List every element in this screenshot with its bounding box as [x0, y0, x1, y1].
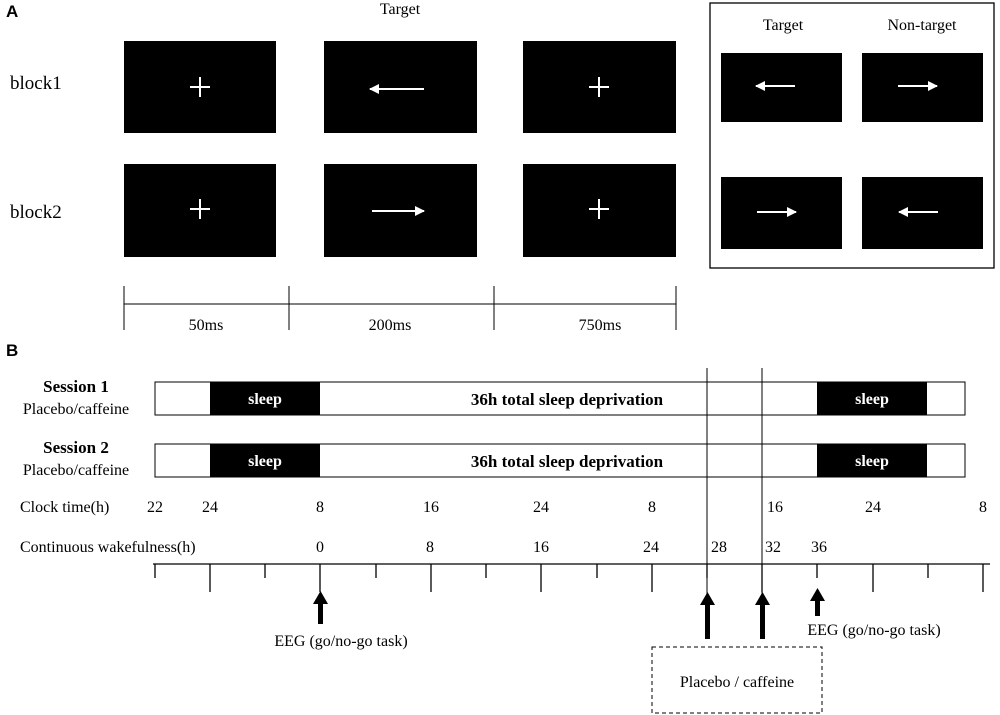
- duration-label-fixation: 50ms: [189, 317, 224, 334]
- fixation-cross-icon: [190, 199, 210, 219]
- wake-tick: 16: [533, 539, 549, 556]
- time-axis: [153, 563, 990, 592]
- session2-deprivation-label: 36h total sleep deprivation: [471, 452, 664, 471]
- block1-frame-target: [324, 41, 477, 133]
- caffeine-arrow-icon: [755, 592, 770, 639]
- block1-label: block1: [10, 73, 62, 94]
- session1-subtitle: Placebo/caffeine: [23, 401, 129, 418]
- block2-frame-target: [324, 164, 477, 257]
- clock-tick: 24: [202, 499, 218, 516]
- wake-tick: 8: [426, 539, 434, 556]
- placebo-caffeine-box: Placebo / caffeine: [651, 646, 823, 714]
- clock-tick: 8: [316, 499, 324, 516]
- session1-title: Session 1: [43, 377, 109, 396]
- wake-tick: 36: [811, 539, 827, 556]
- block2-frame-fixation-2: [523, 164, 676, 257]
- session2-title: Session 2: [43, 438, 109, 457]
- wake-tick: 28: [711, 539, 727, 556]
- eeg-arrow-icon: [313, 591, 328, 624]
- panel-a-letter: A: [6, 2, 18, 21]
- clock-tick: 24: [865, 499, 881, 516]
- session2-bar: [154, 443, 966, 478]
- legend-non-target-label: Non-target: [887, 17, 957, 34]
- eeg-label-36h: EEG (go/no-go task): [807, 622, 940, 639]
- clock-tick: 8: [979, 499, 987, 516]
- panel-b-letter: B: [6, 341, 18, 360]
- clock-tick: 16: [767, 499, 783, 516]
- clock-tick: 8: [648, 499, 656, 516]
- fixation-cross-icon: [190, 77, 210, 97]
- placebo-caffeine-label: Placebo / caffeine: [680, 674, 794, 691]
- target-legend-box: Target Non-target: [709, 2, 995, 269]
- wake-tick: 24: [643, 539, 659, 556]
- eeg-arrow-icon: [810, 588, 825, 616]
- target-column-label: Target: [380, 1, 421, 18]
- clock-tick: 24: [533, 499, 549, 516]
- session1-sleep-2: sleep: [855, 391, 889, 408]
- clock-time-label: Clock time(h): [20, 499, 109, 516]
- duration-label-post: 750ms: [579, 317, 622, 334]
- session2-sleep-2: sleep: [855, 453, 889, 470]
- session1-sleep-1: sleep: [248, 391, 282, 408]
- wake-tick: 0: [316, 539, 324, 556]
- legend-target-label: Target: [763, 17, 804, 34]
- placebo-arrow-icon: [700, 592, 715, 639]
- session1-bar: [154, 381, 966, 416]
- wakefulness-label: Continuous wakefulness(h): [20, 539, 196, 556]
- clock-tick: 16: [423, 499, 439, 516]
- block2-frame-fixation-1: [124, 164, 276, 257]
- block1-frame-fixation-1: [124, 41, 276, 133]
- fixation-cross-icon: [589, 77, 609, 97]
- block1-frame-fixation-2: [523, 41, 676, 133]
- block2-label: block2: [10, 202, 62, 223]
- session2-sleep-1: sleep: [248, 453, 282, 470]
- clock-tick: 22: [147, 499, 163, 516]
- session1-deprivation-label: 36h total sleep deprivation: [471, 390, 664, 409]
- eeg-label-baseline: EEG (go/no-go task): [274, 633, 407, 650]
- wake-tick: 32: [765, 539, 781, 556]
- duration-timeline: [123, 286, 677, 330]
- duration-label-target: 200ms: [369, 317, 412, 334]
- session2-subtitle: Placebo/caffeine: [23, 462, 129, 479]
- fixation-cross-icon: [589, 199, 609, 219]
